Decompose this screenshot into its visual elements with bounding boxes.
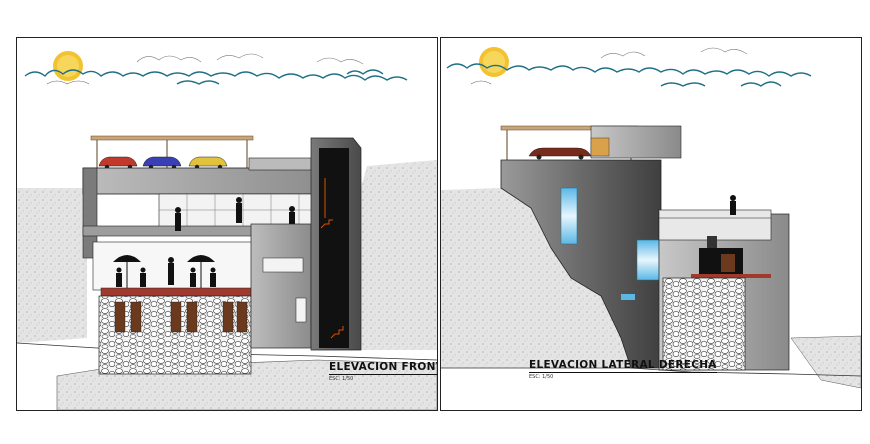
drawing-scale: ESC: 1/50 <box>329 376 354 382</box>
drawing-title: ELEVACION LATERAL DERECHA <box>529 359 717 373</box>
terrain <box>441 188 631 368</box>
terrain <box>17 188 87 343</box>
terrain-right <box>347 160 437 350</box>
balcony-railing <box>691 274 771 278</box>
side-elevation-panel: ELEVACION LATERAL DERECHA ESC: 1/50 <box>440 37 862 411</box>
window <box>636 239 660 281</box>
window <box>262 257 304 273</box>
person-icon <box>730 195 736 215</box>
person-icon <box>236 197 242 223</box>
small-window <box>621 294 635 300</box>
person-icon <box>140 267 146 287</box>
car-icon <box>142 156 182 170</box>
front-elevation-panel: ELEVACION FRONTAL ESC: 1/50 <box>16 37 438 411</box>
car-icon <box>188 156 228 170</box>
stair-steps <box>320 178 344 339</box>
front-elevation-drawing <box>17 51 437 410</box>
upper-slab <box>82 167 330 195</box>
person-icon <box>289 206 295 226</box>
stone-base <box>662 277 746 371</box>
door <box>295 297 307 323</box>
vertical-window <box>560 187 578 245</box>
umbrella-icon <box>187 255 215 288</box>
person-icon <box>116 267 122 287</box>
grill-icon <box>699 236 743 276</box>
umbrella-icon <box>113 255 141 288</box>
clouds <box>446 47 812 87</box>
roof-pergola <box>90 135 254 168</box>
side-elevation-drawing <box>441 47 861 389</box>
clouds <box>24 53 408 85</box>
shutters <box>114 301 248 333</box>
terrain-right <box>790 335 861 389</box>
person-icon <box>210 267 216 287</box>
drawing-title: ELEVACION FRONTAL <box>329 362 437 375</box>
drawing-scale: ESC: 1/50 <box>529 374 554 380</box>
person-icon <box>190 267 196 287</box>
person-icon <box>175 207 181 231</box>
person-icon <box>168 257 174 285</box>
car-icon <box>528 137 610 160</box>
balcony-slab <box>658 209 772 241</box>
service-block <box>250 223 312 349</box>
car-icon <box>98 156 138 170</box>
sun-icon <box>479 47 509 77</box>
sun-icon <box>53 51 83 81</box>
restaurant-balcony <box>100 287 252 297</box>
upper-parapet <box>248 157 312 171</box>
stair-shaft <box>319 148 349 348</box>
